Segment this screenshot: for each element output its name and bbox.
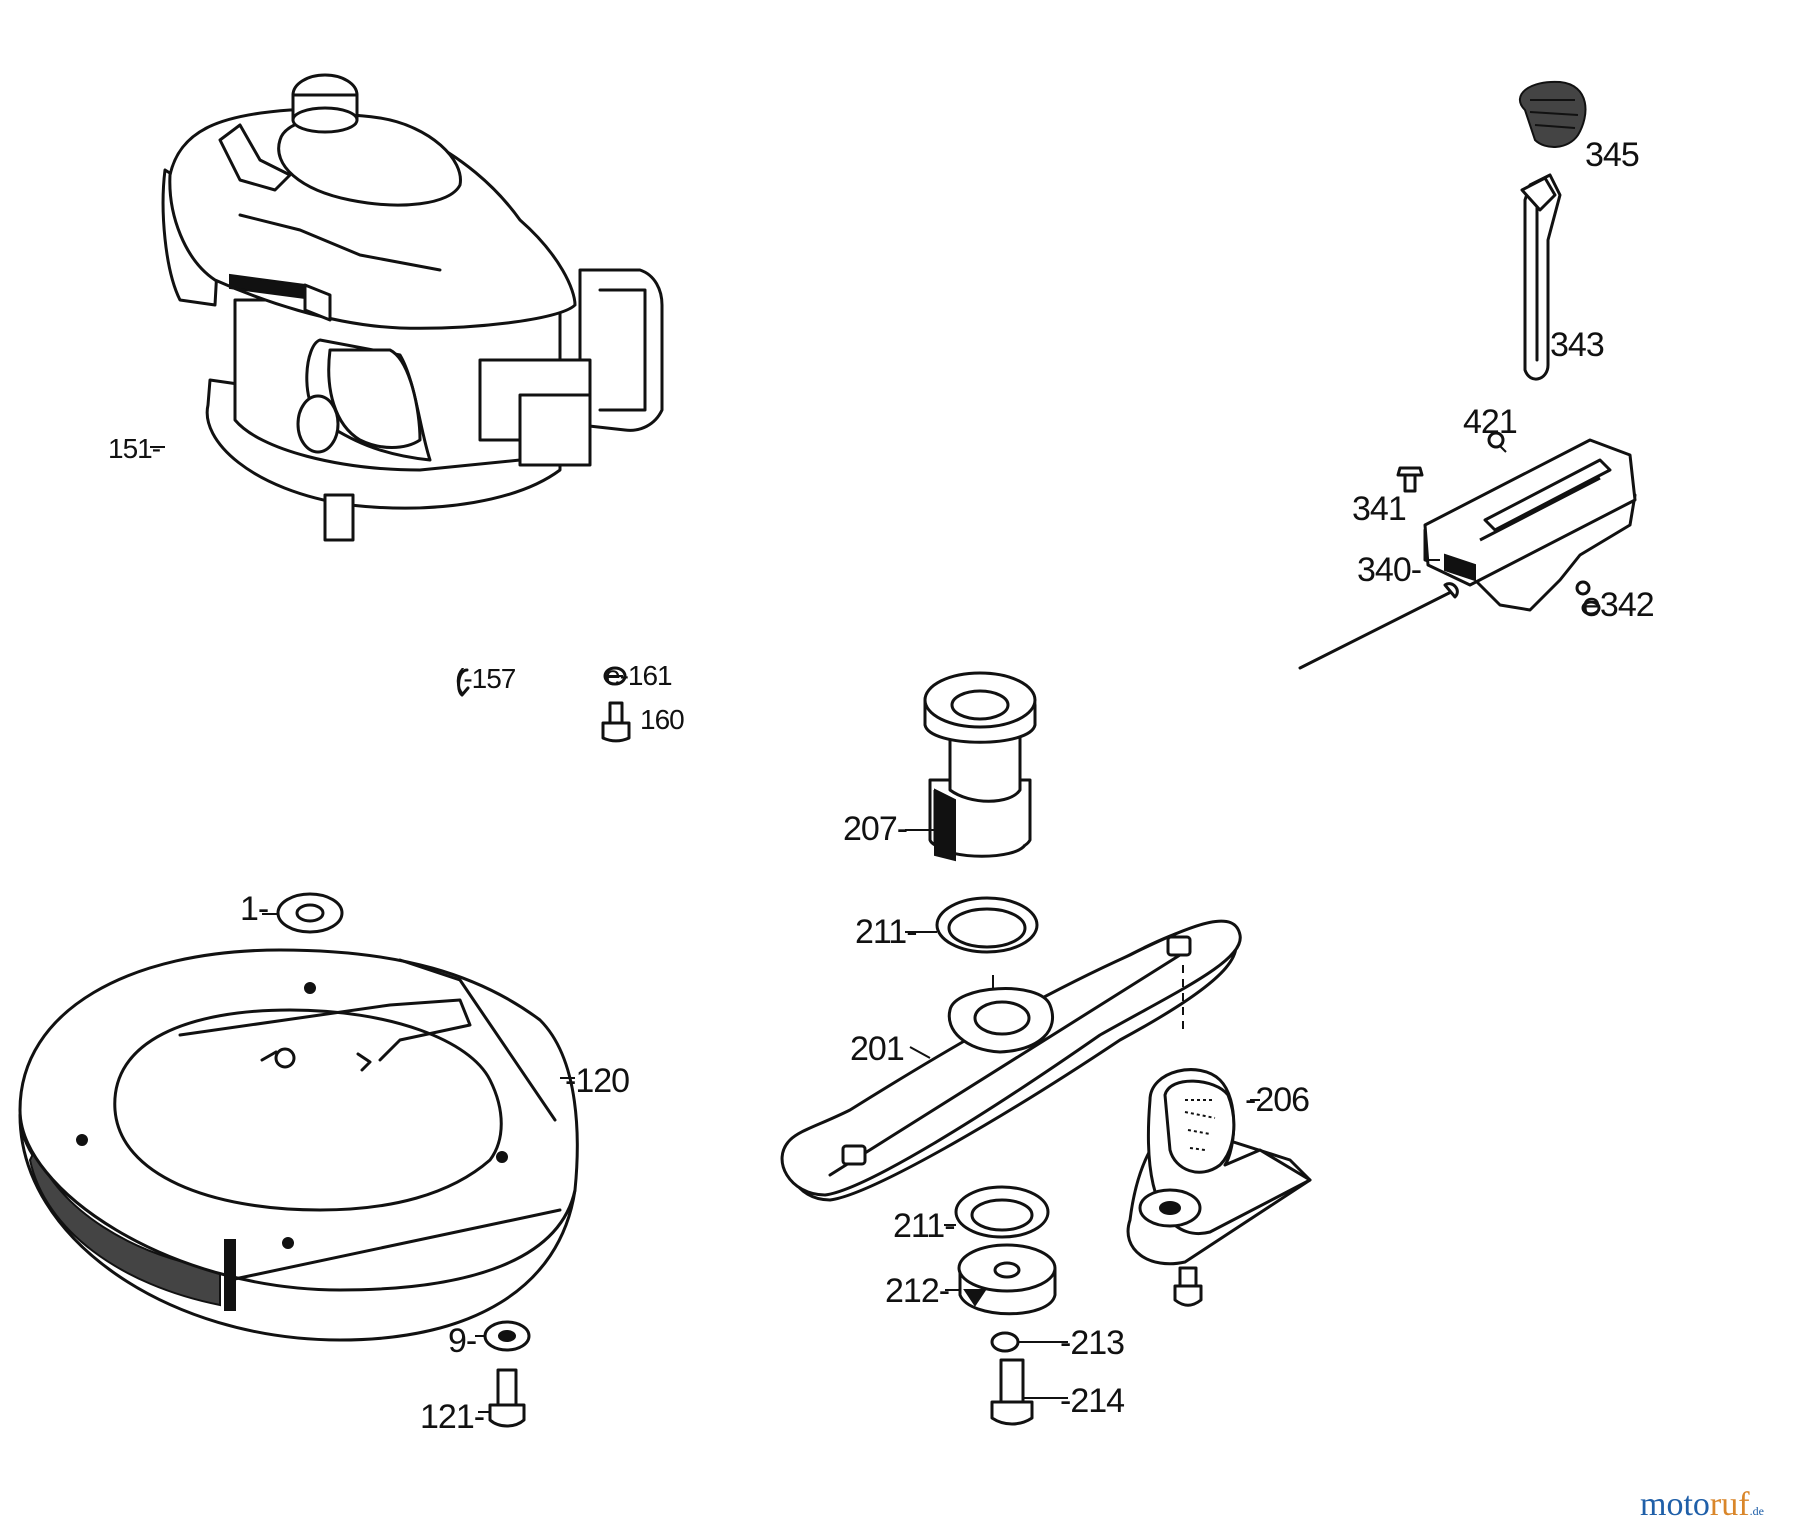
watermark-letter: t bbox=[1683, 1486, 1693, 1523]
spacer-ring-lower-drawing bbox=[954, 1185, 1050, 1239]
watermark-text: motoruf bbox=[1640, 1486, 1750, 1523]
label-421: 421 bbox=[1463, 403, 1518, 441]
watermark-letter: o bbox=[1692, 1486, 1710, 1523]
label-343: 343 bbox=[1550, 326, 1605, 364]
label-345: 345 bbox=[1585, 136, 1640, 174]
spacer-ring-upper-drawing bbox=[935, 896, 1039, 990]
blade-housing-drawing bbox=[18, 948, 579, 1342]
blade-carrier-drawing bbox=[780, 919, 1242, 1202]
leader-lines bbox=[150, 446, 1440, 1413]
label-214: -214 bbox=[1060, 1382, 1125, 1420]
label-213: -213 bbox=[1060, 1324, 1125, 1362]
label-340: 340- bbox=[1357, 551, 1422, 589]
engine-drawing bbox=[161, 73, 664, 542]
label-157: (-157 bbox=[455, 663, 516, 694]
label-201: 201 bbox=[850, 1030, 905, 1068]
watermark-letter: m bbox=[1640, 1486, 1667, 1523]
washer-9-drawing bbox=[483, 1320, 531, 1352]
blade-adapter-drawing bbox=[923, 671, 1037, 862]
blade-bolt-drawing bbox=[1173, 1266, 1203, 1307]
watermark-letter: f bbox=[1738, 1486, 1750, 1523]
label-212: 212- bbox=[885, 1272, 950, 1310]
watermark-logo: motoruf.de bbox=[1640, 1488, 1764, 1522]
watermark-letter: u bbox=[1721, 1486, 1739, 1523]
watermark-letter: o bbox=[1666, 1486, 1684, 1523]
throttle-lever-drawing bbox=[1520, 173, 1562, 381]
bolt-214-drawing bbox=[990, 1358, 1034, 1426]
label-342: e342 bbox=[1582, 586, 1655, 624]
label-120: -120 bbox=[565, 1062, 630, 1100]
throttle-housing-drawing bbox=[1298, 438, 1637, 670]
label-161: e-161 bbox=[605, 660, 673, 691]
hub-drawing bbox=[957, 1243, 1057, 1316]
label-211-lower: 211- bbox=[893, 1207, 956, 1245]
label-207: 207- bbox=[843, 810, 908, 848]
bolt-121-drawing bbox=[488, 1368, 526, 1428]
label-9: 9- bbox=[448, 1322, 477, 1360]
blade-drawing bbox=[1126, 1068, 1312, 1266]
watermark-letter: r bbox=[1709, 1486, 1722, 1523]
label-341: 341 bbox=[1352, 490, 1407, 528]
washer-1-drawing bbox=[276, 892, 344, 934]
label-1: 1- bbox=[240, 890, 269, 928]
throttle-small-parts-drawing bbox=[1396, 431, 1601, 616]
lock-washer-drawing bbox=[990, 1331, 1020, 1353]
label-206: -206 bbox=[1245, 1081, 1310, 1119]
label-121: 121- bbox=[420, 1398, 485, 1436]
watermark-tld: .de bbox=[1749, 1504, 1764, 1518]
label-151: 151- bbox=[108, 433, 161, 464]
throttle-knob-drawing bbox=[1518, 80, 1587, 148]
small-fasteners bbox=[457, 666, 631, 743]
label-211-upper: 211- bbox=[855, 913, 918, 951]
label-160: 160 bbox=[640, 704, 685, 735]
